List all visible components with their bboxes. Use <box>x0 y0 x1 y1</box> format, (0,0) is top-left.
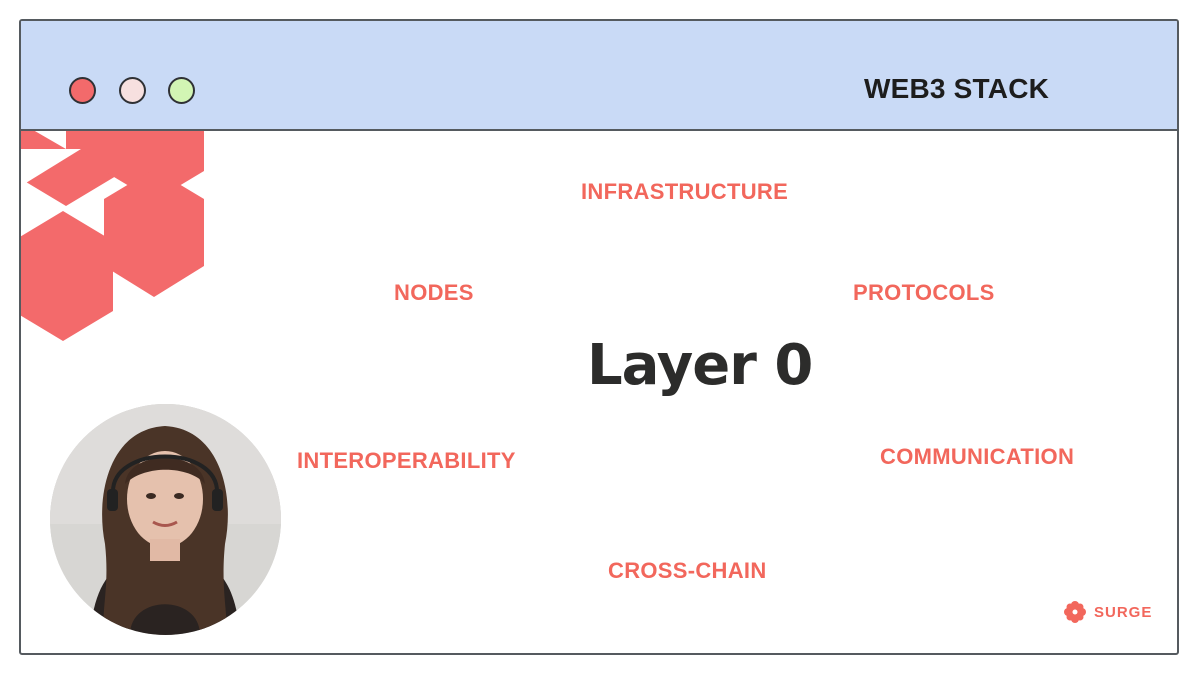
maximize-window-button[interactable] <box>168 77 195 104</box>
app-window: WEB3 STACK INFRASTRUCTURE NODES PROTOCOL… <box>19 19 1179 655</box>
gear-flower-icon <box>1064 601 1086 623</box>
close-window-button[interactable] <box>69 77 96 104</box>
keyword-infrastructure: INFRASTRUCTURE <box>581 179 789 204</box>
presenter-video-avatar <box>50 404 281 635</box>
slide-headline: Layer 0 <box>587 333 813 398</box>
hexagon-decoration <box>21 131 204 341</box>
slide-canvas: INFRASTRUCTURE NODES PROTOCOLS INTEROPER… <box>21 131 1177 653</box>
brand-logo: SURGE <box>1064 601 1152 623</box>
hexagon-shape <box>34 131 66 149</box>
minimize-window-button[interactable] <box>119 77 146 104</box>
hexagon-shape <box>104 131 204 201</box>
keyword-cross-chain: CROSS-CHAIN <box>608 558 767 583</box>
keyword-nodes: NODES <box>394 280 474 305</box>
keyword-communication: COMMUNICATION <box>880 444 1075 469</box>
keyword-protocols: PROTOCOLS <box>853 280 995 305</box>
brand-label: SURGE <box>1094 603 1153 621</box>
hexagon-shape <box>21 211 113 341</box>
window-title: WEB3 STACK <box>864 73 1050 104</box>
keyword-interoperability: INTEROPERABILITY <box>297 448 516 473</box>
presenter-illustration <box>50 404 281 635</box>
hexagon-shape <box>104 169 204 297</box>
hexagon-shape <box>21 149 81 186</box>
title-bar: WEB3 STACK <box>21 21 1177 131</box>
